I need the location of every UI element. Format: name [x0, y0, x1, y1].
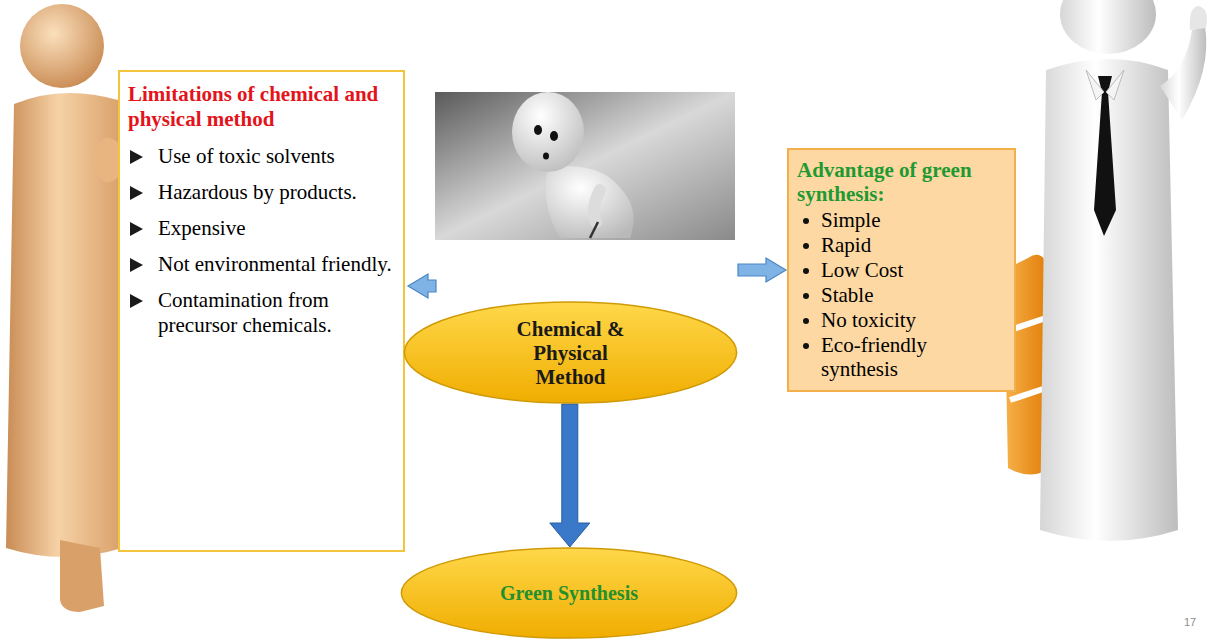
bullet-arrow — [130, 258, 143, 272]
bullet-text: Expensive — [158, 216, 393, 241]
block-arrow-left — [408, 274, 436, 298]
golfer-eye — [534, 125, 542, 135]
person-leg — [60, 540, 104, 612]
bullet-item: Eco-friendly synthesis — [797, 333, 1006, 381]
box-heading: Limitations of chemical and physical met… — [128, 82, 393, 132]
method-ellipse: Chemical & Physical Method — [403, 301, 738, 404]
box-content: Limitations of chemical and physical met… — [120, 72, 403, 361]
golfer-picture — [435, 92, 735, 240]
block-arrow-connector — [550, 404, 590, 547]
ellipse-content: Chemical & Physical Method — [403, 301, 738, 404]
bullet-item: Stable — [797, 283, 1006, 307]
bullet-item: No toxicity — [797, 308, 1006, 332]
bullet-arrow — [130, 186, 143, 200]
man-arm — [1160, 26, 1206, 120]
man-collar — [1086, 70, 1124, 100]
ellipse-text: Chemical & Physical Method — [505, 317, 637, 389]
bullet-text: Stable — [821, 283, 1006, 307]
bullet-dot — [803, 218, 809, 224]
bullet-item: Use of toxic solvents — [128, 144, 393, 169]
bullet-text: Low Cost — [821, 258, 1006, 282]
golfer-body — [546, 166, 634, 238]
bullet-text: Not environmental friendly. — [158, 252, 393, 277]
bullet-dot — [803, 343, 809, 349]
bullet-item: Contamination from precursor chemicals. — [128, 288, 393, 338]
limitations-box: Limitations of chemical and physical met… — [118, 70, 405, 552]
person-head — [20, 4, 104, 88]
bullet-arrow — [130, 150, 143, 164]
golfer-mouth — [543, 153, 549, 160]
bullet-item: Low Cost — [797, 258, 1006, 282]
person-right — [1004, 0, 1207, 541]
bullet-arrow — [130, 294, 143, 308]
bullet-dot — [803, 293, 809, 299]
bullet-dot — [803, 318, 809, 324]
bullet-dot — [803, 268, 809, 274]
bullet-text: No toxicity — [821, 308, 1006, 332]
golfer-eye — [550, 131, 558, 141]
bullet-item: Not environmental friendly. — [128, 252, 393, 277]
golf-club — [590, 222, 598, 238]
ellipse-content: Green Synthesis — [400, 547, 738, 639]
bullet-text: Contamination from precursor chemicals. — [158, 288, 393, 338]
page-number: 17 — [1184, 616, 1196, 629]
box-heading: Advantage of green synthesis: — [797, 158, 1006, 206]
bullet-text: Eco-friendly synthesis — [821, 333, 1006, 381]
ellipse-outline — [404, 302, 736, 403]
bullet-text: Hazardous by products. — [158, 180, 393, 205]
person-left — [6, 4, 124, 612]
man-head — [1060, 0, 1156, 54]
bullet-text: Simple — [821, 208, 1006, 232]
advantage-box: Advantage of green synthesis:SimpleRapid… — [787, 148, 1016, 392]
bullet-item: Expensive — [128, 216, 393, 241]
ellipse-outline — [401, 548, 736, 638]
bullet-item: Simple — [797, 208, 1006, 232]
box-content: Advantage of green synthesis:SimpleRapid… — [789, 150, 1014, 390]
bullet-dot — [803, 243, 809, 249]
block-arrow-right — [738, 258, 786, 282]
man-hand — [1190, 6, 1207, 30]
bullet-text: Use of toxic solvents — [158, 144, 393, 169]
green-synthesis-ellipse: Green Synthesis — [400, 547, 738, 639]
golfer-arm — [594, 190, 600, 222]
ellipse-text: Green Synthesis — [500, 581, 638, 605]
bullet-item: Rapid — [797, 233, 1006, 257]
bullet-item: Hazardous by products. — [128, 180, 393, 205]
bullet-text: Rapid — [821, 233, 1006, 257]
man-tie — [1094, 76, 1116, 236]
golfer-head — [512, 92, 584, 172]
man-body — [1040, 59, 1178, 541]
bullet-arrow — [130, 222, 143, 236]
picture-ground — [435, 92, 735, 240]
